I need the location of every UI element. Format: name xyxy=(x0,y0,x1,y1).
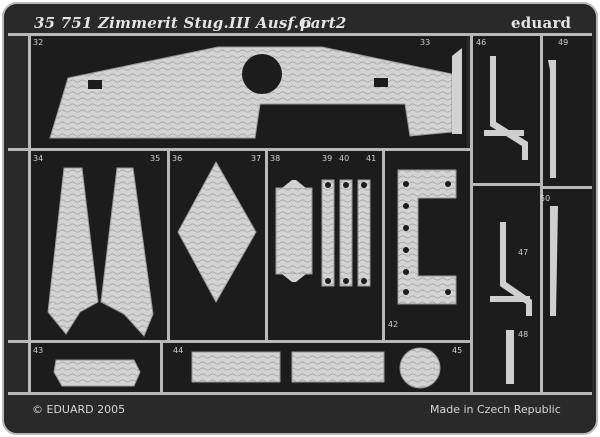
part-39-40-strips xyxy=(321,179,371,287)
part-number-39: 39 xyxy=(322,154,333,163)
part-number-44: 44 xyxy=(173,346,184,355)
part-number-46: 46 xyxy=(476,38,487,47)
part-number-41: 41 xyxy=(366,154,377,163)
brand-logo: eduard xyxy=(511,14,572,32)
part-number-50: 50 xyxy=(540,194,551,203)
part-number-33: 33 xyxy=(420,38,431,47)
part-number-47: 47 xyxy=(518,248,529,257)
part-number-43: 43 xyxy=(33,346,44,355)
part-number-35: 35 xyxy=(150,154,161,163)
copyright-text: © EDUARD 2005 xyxy=(32,403,126,416)
part-36-37-diamond xyxy=(177,160,257,304)
part-34-35-plates xyxy=(47,167,154,337)
part-number-37: 37 xyxy=(251,154,262,163)
part-32-deck-plate xyxy=(49,46,453,139)
part-45-disc xyxy=(399,347,441,389)
part-41-42-bracket xyxy=(397,169,457,305)
part-number-48: 48 xyxy=(518,330,529,339)
part-number-49: 49 xyxy=(558,38,569,47)
part-number-42: 42 xyxy=(388,320,399,329)
part-44-strips xyxy=(191,351,385,383)
part-38-plate xyxy=(275,180,313,282)
part-number-40: 40 xyxy=(339,154,350,163)
part-49-50-hooks xyxy=(548,60,558,316)
part-label: part2 xyxy=(300,14,347,32)
part-46-47-48-strips xyxy=(484,56,532,384)
part-number-38: 38 xyxy=(270,154,281,163)
fret-title: Zimmerit Stug.III Ausf.G xyxy=(98,14,313,32)
origin-text: Made in Czech Republic xyxy=(430,403,561,416)
part-33-strip xyxy=(452,48,462,134)
part-number-36: 36 xyxy=(172,154,183,163)
part-43-plate xyxy=(53,359,141,387)
catalog-number: 35 751 xyxy=(34,14,93,32)
sprue-frame xyxy=(8,33,592,395)
part-number-45: 45 xyxy=(452,346,463,355)
part-number-32: 32 xyxy=(33,38,44,47)
part-number-34: 34 xyxy=(33,154,44,163)
